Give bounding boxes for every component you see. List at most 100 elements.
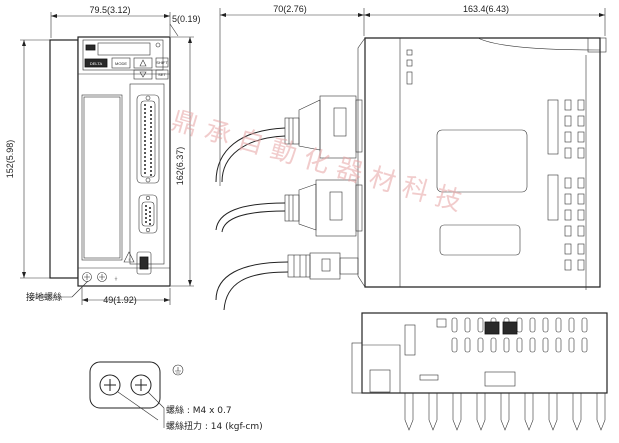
svg-text:!: ! bbox=[128, 257, 129, 262]
shift-key-label: SHIFT bbox=[156, 60, 168, 65]
pin bbox=[150, 150, 152, 152]
pin bbox=[150, 146, 152, 148]
cn2-pins bbox=[145, 205, 151, 225]
pin bbox=[144, 152, 146, 154]
fin bbox=[452, 393, 462, 431]
shift-key[interactable] bbox=[155, 57, 169, 68]
vent-slot bbox=[516, 337, 523, 353]
cable2-boot bbox=[284, 194, 300, 222]
pin bbox=[144, 120, 146, 122]
pin bbox=[144, 164, 146, 166]
vent-slot bbox=[581, 317, 588, 333]
dim-width-bottom: 49(1.92) bbox=[103, 295, 137, 305]
fin bbox=[524, 393, 534, 431]
ground-symbol-icon bbox=[172, 364, 184, 376]
logo-badge bbox=[84, 58, 108, 68]
dim-cable-clearance: 70(2.76) bbox=[273, 4, 307, 14]
warning-triangle-icon bbox=[123, 251, 135, 263]
vent-slot bbox=[581, 337, 588, 353]
cn2-connector bbox=[138, 194, 158, 234]
pin bbox=[144, 160, 146, 162]
vent-slot bbox=[529, 317, 536, 333]
set-key[interactable] bbox=[155, 69, 169, 80]
vent-slot bbox=[577, 193, 585, 205]
fin bbox=[548, 393, 558, 431]
vent-slot bbox=[477, 317, 484, 333]
vent-slot bbox=[564, 193, 572, 205]
vent-slot bbox=[564, 259, 572, 271]
mode-key[interactable] bbox=[111, 57, 131, 69]
terminal-screw-right-icon bbox=[130, 374, 152, 396]
cn3-plug bbox=[309, 252, 341, 280]
vent-slot bbox=[564, 177, 572, 189]
torque-spec: 螺絲扭力 : 14 (kgf-cm) bbox=[166, 420, 263, 432]
svg-text:⏚: ⏚ bbox=[114, 275, 118, 281]
pin bbox=[144, 144, 146, 146]
pin bbox=[144, 148, 146, 150]
pin bbox=[144, 108, 146, 110]
terminal-detail: 螺絲 : M4 x 0.7 螺絲扭力 : 14 (kgf-cm) bbox=[89, 361, 263, 432]
pin bbox=[149, 223, 151, 225]
status-led bbox=[85, 44, 96, 51]
side-vents bbox=[564, 55, 587, 290]
rj45-port-1 bbox=[484, 321, 500, 335]
rj45-port-2 bbox=[502, 321, 518, 335]
fin bbox=[500, 393, 510, 431]
bottom-vent-slots bbox=[451, 317, 588, 353]
vent-slot bbox=[451, 317, 458, 333]
up-arrow-icon bbox=[139, 59, 147, 67]
vent-slot bbox=[564, 225, 572, 237]
pin bbox=[144, 124, 146, 126]
logo-text: DELTA bbox=[90, 61, 103, 66]
pin bbox=[144, 168, 146, 170]
dim-height-left: 152(5.98) bbox=[5, 140, 15, 179]
pin bbox=[144, 132, 146, 134]
vent-slot bbox=[577, 131, 585, 143]
pin bbox=[149, 211, 151, 213]
vent-slot bbox=[568, 317, 575, 333]
vent-slot bbox=[564, 99, 572, 111]
vent-slot bbox=[564, 209, 572, 221]
cn1-pins bbox=[144, 104, 152, 176]
pin bbox=[144, 156, 146, 158]
pin bbox=[145, 217, 147, 219]
dim-height-inner: 162(6.37) bbox=[175, 147, 185, 186]
fin bbox=[404, 393, 414, 431]
front-body bbox=[77, 36, 171, 287]
vent-slot bbox=[451, 337, 458, 353]
nameplate bbox=[436, 129, 528, 193]
down-key[interactable] bbox=[133, 69, 153, 80]
vent-slot bbox=[568, 337, 575, 353]
vent-slot bbox=[490, 337, 497, 353]
ground-screw-left-icon bbox=[82, 272, 92, 282]
pin bbox=[150, 110, 152, 112]
pin bbox=[149, 215, 151, 217]
cable3-boot bbox=[287, 254, 311, 278]
pin bbox=[150, 118, 152, 120]
pin bbox=[144, 136, 146, 138]
pin bbox=[150, 142, 152, 144]
terminal-cover bbox=[81, 94, 123, 261]
pin bbox=[144, 128, 146, 130]
pin bbox=[144, 140, 146, 142]
cn3-connector bbox=[136, 251, 152, 275]
cn1-connector bbox=[136, 94, 160, 184]
pin bbox=[150, 174, 152, 176]
pin bbox=[145, 221, 147, 223]
dim-depth: 163.4(6.43) bbox=[463, 4, 509, 14]
side-view bbox=[215, 37, 607, 311]
cn2-plug bbox=[315, 179, 357, 237]
vent-slot bbox=[577, 225, 585, 237]
ground-screw-right-icon bbox=[97, 272, 107, 282]
pin bbox=[149, 219, 151, 221]
dim-width-top: 79.5(3.12) bbox=[89, 5, 130, 15]
vent-slot bbox=[529, 337, 536, 353]
pin bbox=[144, 112, 146, 114]
vent-slot bbox=[577, 147, 585, 159]
pin bbox=[150, 106, 152, 108]
ground-screw-label: 接地螺絲 bbox=[26, 291, 62, 303]
pin bbox=[145, 209, 147, 211]
vent-slot bbox=[542, 317, 549, 333]
up-key[interactable] bbox=[133, 57, 153, 69]
